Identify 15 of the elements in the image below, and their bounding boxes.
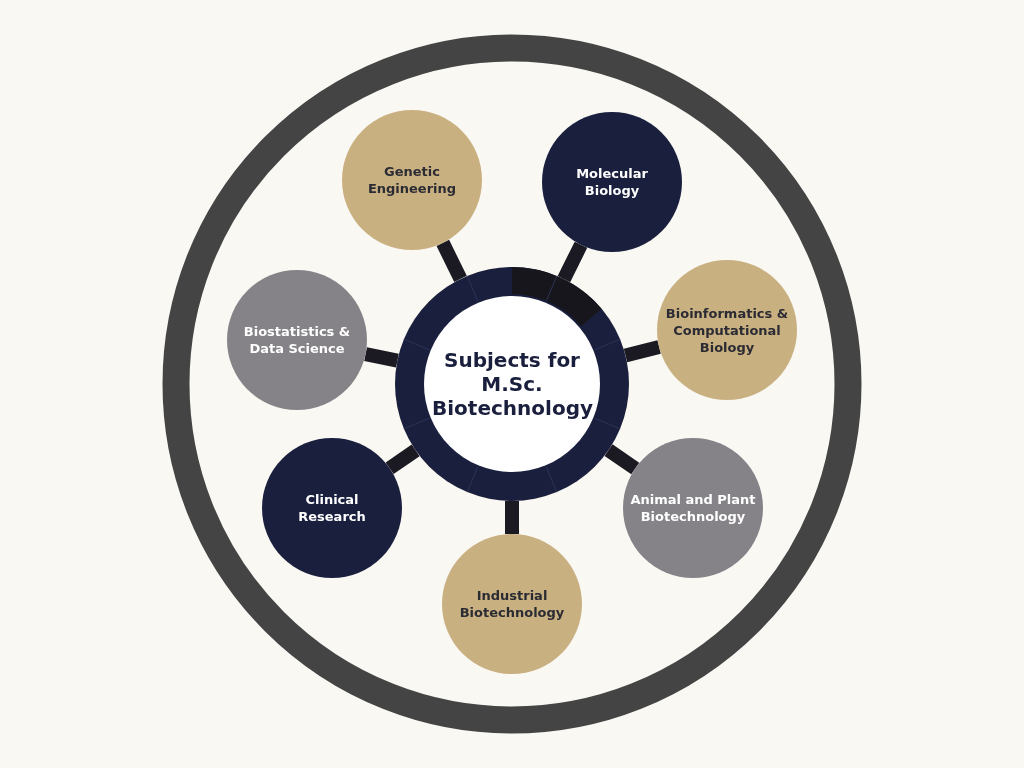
topic-label: Molecular Biology xyxy=(575,165,649,199)
connector-bar xyxy=(385,444,420,475)
hub-title: Subjects for M.Sc. Biotechnology xyxy=(432,348,592,420)
connector-bar xyxy=(505,501,519,534)
connector-bar xyxy=(623,340,661,363)
topic-label: Bioinformatics & Computational Biology xyxy=(664,304,790,356)
connector-bar xyxy=(604,444,640,475)
topic-label: Clinical Research xyxy=(297,491,367,525)
topic-label: Genetic Engineering xyxy=(366,163,458,197)
connector-bar xyxy=(557,241,588,283)
connector-bar xyxy=(364,347,399,368)
topic-label: Biostatistics & Data Science xyxy=(242,323,352,357)
topic-label: Industrial Biotechnology xyxy=(458,587,566,621)
connector-bar xyxy=(436,239,467,283)
topic-label: Animal and Plant Biotechnology xyxy=(629,491,757,525)
